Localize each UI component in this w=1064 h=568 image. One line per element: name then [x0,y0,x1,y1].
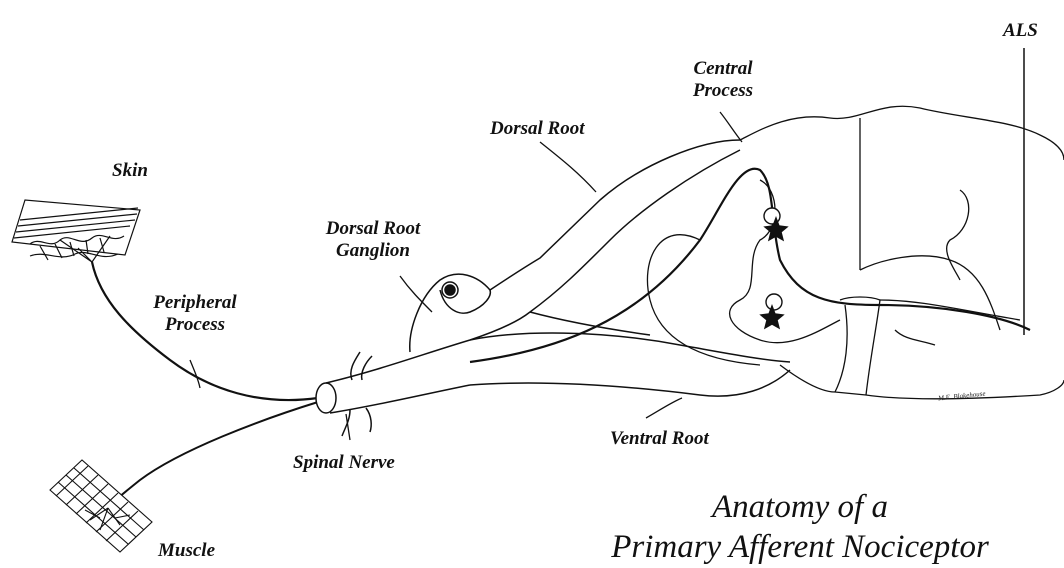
label-peripheral-line1: Peripheral [140,292,250,314]
label-als: ALS [1003,20,1038,42]
label-drg-line1: Dorsal Root [298,218,448,240]
muscle-block [50,460,152,552]
dorsal-horn-neuron-lower [761,294,783,328]
label-peripheral-process: Peripheral Process [140,292,250,336]
label-muscle: Muscle [158,540,215,562]
skin-block [12,200,140,262]
label-spinal-nerve: Spinal Nerve [293,452,395,474]
spinal-nerve [316,340,470,436]
title-line2: Primary Afferent Nociceptor [540,528,1060,568]
title-line1: Anatomy of a [540,488,1060,528]
label-ventral-root: Ventral Root [610,428,709,450]
label-central-process-line1: Central [678,58,768,80]
label-dorsal-root: Dorsal Root [490,118,585,140]
muscle-branch-fiber [108,402,318,508]
label-peripheral-line2: Process [140,314,250,336]
diagram-title: Anatomy of a Primary Afferent Nociceptor [540,488,1060,567]
label-drg-line2: Ganglion [298,240,448,262]
label-central-process: Central Process [678,58,768,102]
label-dorsal-root-ganglion: Dorsal Root Ganglion [298,218,448,262]
dorsal-horn-neuron-upper [764,208,787,240]
spinal-cord [647,106,1064,399]
label-central-process-line2: Process [678,80,768,102]
label-skin: Skin [112,160,148,182]
